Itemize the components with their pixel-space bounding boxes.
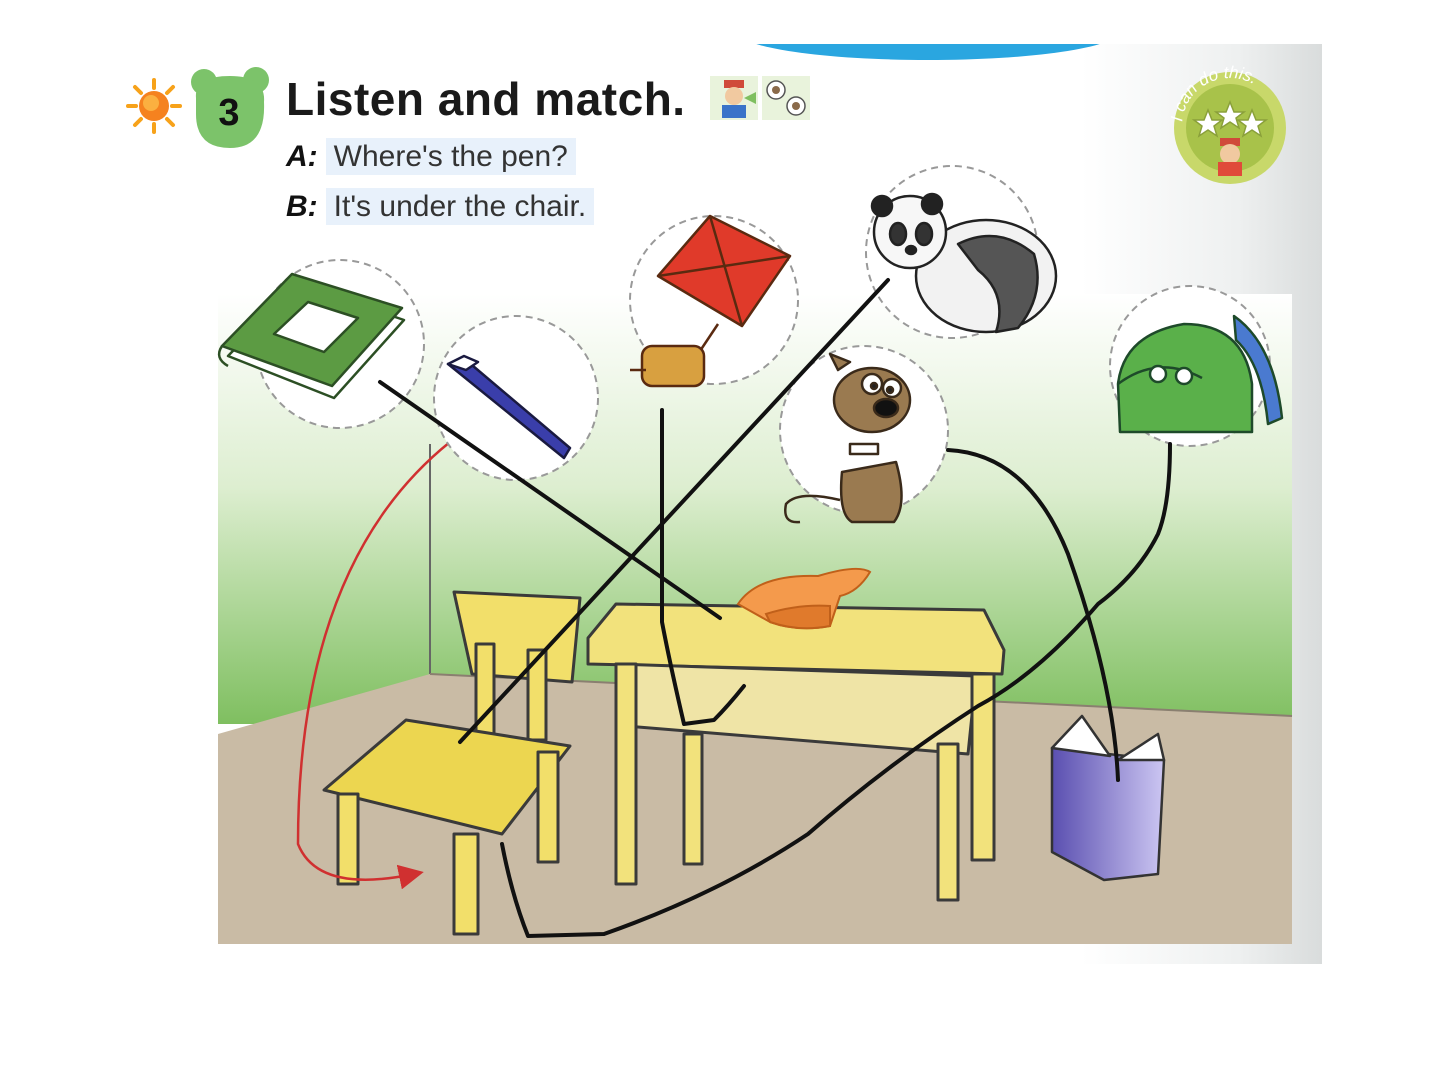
panda-icon: [870, 192, 1058, 334]
box: [1050, 714, 1166, 882]
workbook-page: 3 Listen and match. A:Where's the pen? B…: [118, 44, 1322, 964]
dialogue-text-a: Where's the pen?: [325, 138, 576, 175]
match-line-panda: [458, 278, 890, 744]
dialogue-text-b: It's under the chair.: [325, 188, 595, 225]
dog-icon: [784, 352, 912, 524]
bag-icon: [1116, 314, 1284, 434]
dialogue-line-a: A:Where's the pen?: [286, 138, 576, 175]
top-blue-arc: [738, 44, 1118, 60]
match-line-kite: [660, 408, 746, 726]
book-picture: [217, 259, 425, 429]
speaker-b: B:: [286, 190, 318, 223]
pen-picture: [433, 315, 599, 481]
bag-picture: [1109, 285, 1284, 447]
speaker-a: A:: [286, 140, 318, 173]
dog-picture: [779, 345, 949, 524]
hat: [736, 567, 872, 630]
kite-picture: [629, 214, 799, 388]
panda-picture: [865, 165, 1058, 339]
exercise-number: 3: [218, 92, 240, 134]
matching-lines: [378, 278, 1172, 938]
pen-icon: [446, 354, 572, 460]
match-line-dog: [946, 448, 1120, 782]
exercise-number-badge: 3: [190, 62, 276, 154]
i-can-do-this-badge: I can do this.: [1167, 63, 1286, 184]
match-line-bag: [500, 442, 1172, 938]
book-icon: [217, 272, 406, 400]
listen-speak-icon: [710, 76, 810, 120]
chair: [322, 590, 582, 936]
page-title: Listen and match.: [286, 73, 686, 125]
bear-head-icon: [191, 67, 269, 148]
room-illustration: [217, 165, 1293, 944]
kite-icon: [630, 214, 792, 388]
red-arrow: [296, 441, 451, 890]
dialogue-line-b: B:It's under the chair.: [286, 188, 595, 225]
sun-icon: [126, 78, 182, 134]
desk: [586, 602, 1006, 902]
